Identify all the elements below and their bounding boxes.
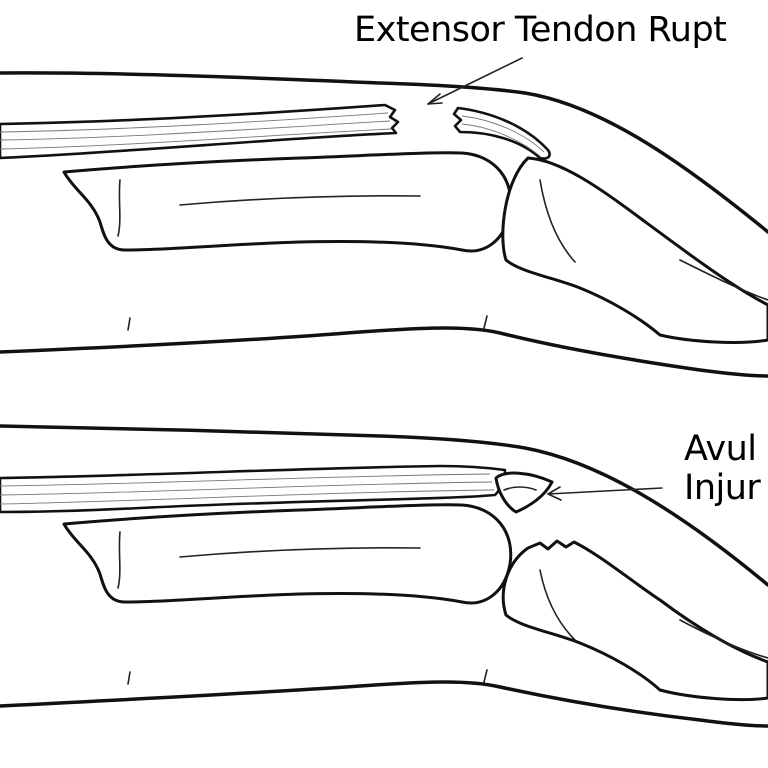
bottom-middle-phalanx: [62, 503, 513, 605]
bottom-distal-phalanx: [501, 539, 768, 702]
top-finger-skin-outline: [0, 71, 768, 234]
top-tendon-distal: [452, 106, 551, 160]
top-rupture-arrow: [427, 57, 523, 105]
bottom-finger-panel: [0, 424, 768, 728]
bottom-avulsed-fragment: [494, 471, 554, 514]
top-skin-crease: [127, 315, 488, 331]
bottom-skin-crease: [127, 669, 488, 685]
top-finger-skin-underside: [0, 326, 768, 378]
top-distal-phalanx: [501, 156, 768, 344]
avulsion-injury-label-line1: Avul: [684, 429, 757, 469]
top-finger-panel: [0, 57, 768, 378]
bottom-finger-skin-underside: [0, 680, 768, 728]
extensor-tendon-rupture-label: Extensor Tendon Rupt: [354, 10, 727, 50]
bottom-finger-skin-outline: [0, 424, 768, 587]
bottom-avulsion-arrow: [547, 487, 663, 495]
avulsion-injury-label-line2: Injur: [684, 468, 761, 508]
top-middle-phalanx: [62, 151, 513, 253]
top-tendon-proximal: [0, 103, 400, 160]
